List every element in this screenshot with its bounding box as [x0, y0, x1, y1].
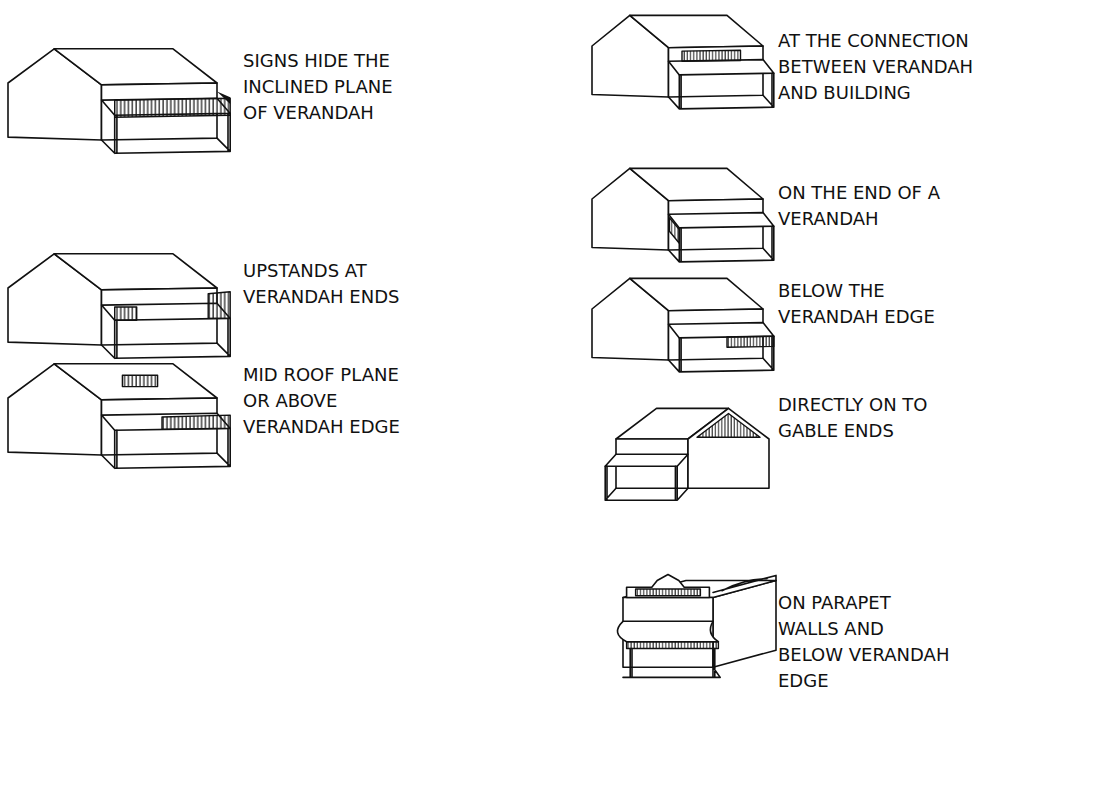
sign-caption: SIGNS HIDE THE INCLINED PLANE OF VERANDA…	[243, 48, 413, 126]
house-sketch	[592, 15, 774, 109]
shop-sketch	[617, 575, 776, 678]
sketch-line	[122, 375, 157, 386]
sign-caption: AT THE CONNECTION BETWEEN VERANDAH AND B…	[778, 28, 1003, 106]
sign-caption: ON PARAPET WALLS AND BELOW VERANDAH EDGE	[778, 590, 954, 694]
sign-caption: BELOW THE VERANDAH EDGE	[778, 278, 953, 330]
sketch-line	[605, 454, 688, 466]
sketch-line	[669, 60, 774, 109]
sketch-line	[115, 98, 231, 117]
sketch-line	[669, 218, 679, 244]
sketch-line	[208, 292, 230, 319]
house-sketch	[8, 254, 230, 359]
sketch-line	[592, 15, 763, 97]
sketch-line	[115, 307, 137, 320]
sketch-line	[713, 575, 776, 592]
sketch-line	[592, 168, 763, 250]
sketch-line	[8, 254, 217, 345]
sketch-line	[102, 98, 231, 153]
sign-caption: DIRECTLY ON TO GABLE ENDS	[778, 392, 953, 444]
sign-caption: MID ROOF PLANE OR ABOVE VERANDAH EDGE	[243, 362, 413, 440]
sketch-line	[217, 92, 230, 104]
sign-caption: UPSTANDS AT VERANDAH ENDS	[243, 258, 413, 310]
sketch-line	[669, 323, 774, 372]
house-sketch	[605, 408, 769, 500]
sketch-line	[688, 408, 769, 488]
house-sketch	[592, 278, 774, 372]
sketch-line	[617, 621, 718, 641]
sign-caption: ON THE END OF A VERANDAH	[778, 180, 948, 232]
sketch-line	[605, 466, 688, 500]
sketch-line	[682, 50, 741, 61]
house-sketch	[8, 49, 230, 154]
sketch-line	[162, 415, 230, 429]
sketch-line	[669, 213, 774, 262]
sketch-line	[623, 581, 776, 598]
sketch-line	[8, 364, 217, 455]
sketch-line	[697, 414, 760, 438]
sketch-line	[627, 642, 719, 649]
sketch-line	[623, 649, 720, 678]
house-sketch	[592, 168, 774, 262]
sketch-line	[627, 575, 710, 598]
sketch-line	[102, 413, 231, 468]
house-sketch	[8, 364, 230, 469]
sketch-line	[727, 336, 774, 347]
sketch-line	[8, 49, 217, 140]
sketch-line	[636, 589, 701, 596]
